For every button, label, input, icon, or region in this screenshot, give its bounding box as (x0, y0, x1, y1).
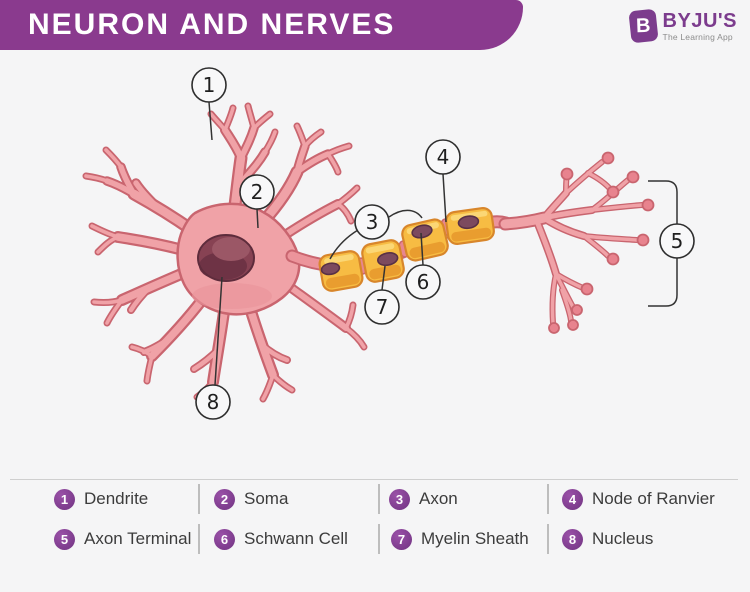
title-banner: NEURON AND NERVES (0, 0, 523, 50)
svg-text:2: 2 (251, 180, 264, 204)
logo-letter: B (635, 14, 651, 37)
schwann-cell-nucleus (457, 215, 480, 230)
legend-separator (547, 484, 549, 514)
callout-1: 1 (191, 67, 227, 103)
legend-number-badge: 4 (562, 488, 583, 510)
legend-number-badge: 3 (389, 488, 410, 510)
legend-label: Schwann Cell (244, 529, 348, 548)
terminal-bulb (571, 304, 583, 316)
legend-item-axon: 3 Axon (389, 488, 458, 510)
svg-text:8: 8 (207, 390, 220, 414)
legend-label: Axon (419, 489, 458, 508)
callout-4: 4 (425, 139, 461, 175)
terminal-bulb (548, 322, 560, 334)
myelin-segment (318, 250, 364, 292)
schwann-cell-nucleus (320, 262, 341, 276)
legend-item-node-of-ranvier: 4 Node of Ranvier (562, 488, 715, 510)
myelin-segment (445, 207, 495, 245)
legend-label: Node of Ranvier (592, 489, 715, 508)
svg-text:4: 4 (437, 145, 450, 169)
terminal-bulb (626, 170, 640, 184)
page-title: NEURON AND NERVES (28, 8, 396, 41)
legend-number-badge: 8 (562, 528, 583, 550)
legend-item-nucleus: 8 Nucleus (562, 528, 653, 550)
logo-tagline: The Learning App (662, 32, 733, 42)
legend-separator (198, 524, 200, 554)
legend-divider-line (10, 479, 738, 480)
legend-label: Myelin Sheath (421, 529, 529, 548)
terminal-bulb (560, 167, 574, 181)
legend-number-badge: 7 (391, 528, 412, 550)
svg-text:7: 7 (376, 295, 389, 319)
legend-label: Axon Terminal (84, 529, 192, 548)
byjus-logo: B BYJU'S The Learning App (627, 8, 737, 44)
callout-6: 6 (405, 264, 441, 300)
svg-text:3: 3 (366, 210, 379, 234)
legend-separator (378, 484, 380, 514)
terminal-bulb (636, 233, 650, 247)
svg-text:5: 5 (671, 229, 684, 253)
callout-7: 7 (364, 289, 400, 325)
schwann-cell-nucleus (411, 224, 433, 239)
callout-8: 8 (195, 384, 231, 420)
legend-separator (198, 484, 200, 514)
schwann-cell-nucleus (377, 252, 399, 267)
svg-text:6: 6 (417, 270, 430, 294)
legend-item-myelin-sheath: 7 Myelin Sheath (391, 528, 529, 550)
callouts: 1 2 3 4 5 6 7 8 (191, 67, 695, 420)
legend-number-badge: 6 (214, 528, 235, 550)
legend-number-badge: 2 (214, 488, 235, 510)
logo-text: BYJU'S The Learning App (663, 10, 737, 42)
legend-item-soma: 2 Soma (214, 488, 288, 510)
terminal-bulb (567, 319, 579, 331)
terminal-bulb (580, 282, 594, 296)
legend-number-badge: 5 (54, 528, 75, 550)
myelin-segment (361, 239, 405, 283)
legend-item-dendrite: 1 Dendrite (54, 488, 148, 510)
logo-name: BYJU'S (662, 10, 737, 32)
legend-separator (547, 524, 549, 554)
terminal-bulb (606, 185, 620, 199)
terminal-bulb (601, 151, 615, 165)
axon-terminal (500, 151, 655, 334)
legend-number-badge: 1 (54, 488, 75, 510)
terminal-bulb (641, 198, 655, 212)
myelin-segment (401, 218, 449, 262)
byjus-logo-icon: B (627, 8, 659, 44)
legend-label: Nucleus (592, 529, 654, 548)
callout-3: 3 (354, 204, 390, 240)
legend-label: Dendrite (84, 489, 149, 508)
nucleus (197, 234, 255, 282)
legend-label: Soma (244, 489, 289, 508)
legend-separator (378, 524, 380, 554)
callout-5: 5 (659, 223, 695, 259)
legend-item-schwann-cell: 6 Schwann Cell (214, 528, 348, 550)
callout-lines (208, 101, 678, 386)
svg-text:1: 1 (203, 73, 216, 97)
myelin-sheath (318, 207, 495, 292)
legend-item-axon-terminal: 5 Axon Terminal (54, 528, 191, 550)
neuron-diagram: 1 2 3 4 5 6 7 8 (82, 67, 695, 420)
callout-2: 2 (239, 174, 275, 210)
terminal-bulb (606, 252, 620, 266)
